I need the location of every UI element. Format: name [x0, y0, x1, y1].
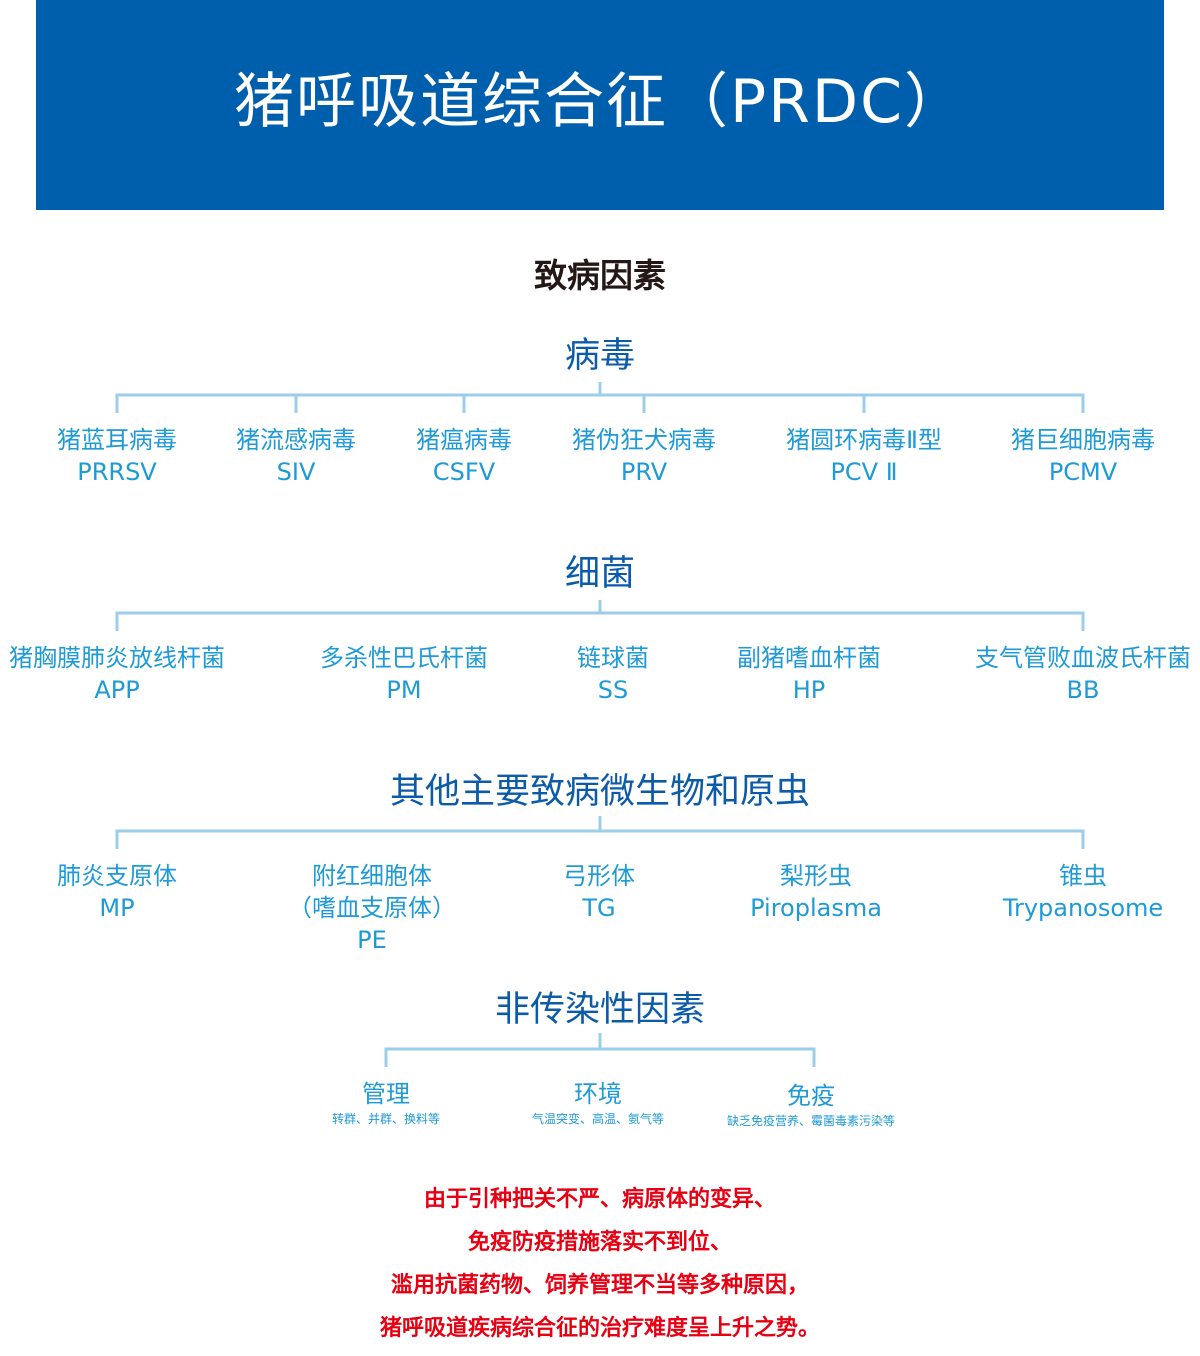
item-abbr: PRV — [620, 458, 668, 486]
bacteria-item-app: 猪胸膜肺炎放线杆菌 APP — [0, 642, 247, 706]
item-name: 副猪嗜血杆菌 — [737, 644, 881, 672]
other-item-trypanosome: 锥虫 Trypanosome — [953, 860, 1200, 924]
noninfectious-item-immunity: 免疫 缺乏免疫营养、霉菌毒素污染等 — [681, 1080, 941, 1130]
category-title-other: 其他主要致病微生物和原虫 — [389, 772, 810, 812]
virus-item-csfv: 猪瘟病毒 CSFV — [334, 424, 594, 488]
item-abbr: BB — [1066, 676, 1100, 704]
item-name: 链球菌 — [577, 644, 649, 672]
virus-connector — [115, 382, 1085, 413]
virus-item-siv: 猪流感病毒 SIV — [166, 424, 426, 488]
item-alt-name: （嗜血支原体） — [288, 894, 456, 922]
item-name: 猪胸膜肺炎放线杆菌 — [9, 644, 225, 672]
footer-note: 由于引种把关不严、病原体的变异、 免疫防疫措施落实不到位、 滥用抗菌药物、饲养管… — [0, 1178, 1200, 1350]
item-abbr: PE — [357, 926, 387, 954]
other-item-mp: 肺炎支原体 MP — [0, 860, 247, 924]
item-note: 缺乏免疫营养、霉菌毒素污染等 — [726, 1114, 895, 1128]
item-abbr: SS — [597, 676, 629, 704]
virus-item-prv: 猪伪狂犬病毒 PRV — [514, 424, 774, 488]
other-item-piroplasma: 梨形虫 Piroplasma — [686, 860, 946, 924]
noninfectious-item-management: 管理 转群、并群、换料等 — [256, 1078, 516, 1128]
item-abbr: Trypanosome — [1002, 894, 1164, 922]
item-name: 肺炎支原体 — [57, 862, 177, 890]
item-abbr: MP — [99, 894, 135, 922]
category-title-noninfectious: 非传染性因素 — [494, 990, 705, 1030]
bacteria-item-hp: 副猪嗜血杆菌 HP — [679, 642, 939, 706]
item-abbr: SIV — [276, 458, 316, 486]
virus-item-prrsv: 猪蓝耳病毒 PRRSV — [0, 424, 247, 488]
section-subtitle: 致病因素 — [534, 256, 666, 295]
header-banner: 猪呼吸道综合征（PRDC） — [36, 0, 1164, 210]
item-abbr: CSFV — [432, 458, 496, 486]
item-abbr: TG — [582, 894, 616, 922]
item-name: 猪瘟病毒 — [416, 426, 512, 454]
item-name: 猪流感病毒 — [236, 426, 356, 454]
other-item-tg: 弓形体 TG — [469, 860, 729, 924]
item-name: 锥虫 — [1059, 862, 1107, 890]
footer-line: 由于引种把关不严、病原体的变异、 — [423, 1187, 776, 1212]
item-name: 支气管败血波氏杆菌 — [975, 644, 1191, 672]
other-item-pe: 附红细胞体 （嗜血支原体） PE — [242, 860, 502, 956]
page-title: 猪呼吸道综合征（PRDC） — [234, 67, 966, 137]
footer-line: 免疫防疫措施落实不到位、 — [467, 1230, 732, 1255]
item-name: 管理 — [362, 1080, 410, 1108]
other-connector — [115, 816, 1085, 849]
item-abbr: PCMV — [1048, 458, 1118, 486]
item-note: 转群、并群、换料等 — [331, 1112, 440, 1126]
bacteria-connector — [115, 600, 1085, 631]
virus-item-pcv2: 猪圆环病毒Ⅱ型 PCV Ⅱ — [734, 424, 994, 488]
item-name: 猪蓝耳病毒 — [57, 426, 177, 454]
item-abbr: Piroplasma — [750, 894, 882, 922]
item-abbr: HP — [792, 676, 826, 704]
footer-line: 滥用抗菌药物、饲养管理不当等多种原因， — [390, 1273, 809, 1298]
item-name: 多杀性巴氏杆菌 — [320, 644, 488, 672]
virus-item-pcmv: 猪巨细胞病毒 PCMV — [953, 424, 1200, 488]
bacteria-item-pm: 多杀性巴氏杆菌 PM — [274, 642, 534, 706]
category-title-bacteria: 细菌 — [564, 554, 635, 594]
item-abbr: PRRSV — [77, 458, 157, 486]
bacteria-item-ss: 链球菌 SS — [483, 642, 743, 706]
item-abbr: APP — [94, 676, 140, 704]
item-abbr: PCV Ⅱ — [830, 458, 898, 486]
item-name: 猪伪狂犬病毒 — [572, 426, 716, 454]
item-name: 猪巨细胞病毒 — [1011, 426, 1155, 454]
item-name: 梨形虫 — [780, 862, 852, 890]
virus-connector-drops — [294, 395, 866, 413]
noninfectious-item-environment: 环境 气温突变、高温、氨气等 — [468, 1078, 728, 1128]
item-name: 猪圆环病毒Ⅱ型 — [786, 426, 942, 454]
footer-line: 猪呼吸道疾病综合征的治疗难度呈上升之势。 — [379, 1316, 820, 1341]
item-name: 弓形体 — [563, 862, 635, 890]
item-note: 气温突变、高温、氨气等 — [531, 1112, 664, 1126]
category-title-virus: 病毒 — [564, 336, 635, 376]
item-name: 免疫 — [787, 1082, 835, 1110]
item-name: 附红细胞体 — [312, 862, 432, 890]
item-name: 环境 — [574, 1080, 622, 1108]
noninfectious-connector — [384, 1033, 816, 1067]
item-abbr: PM — [386, 676, 422, 704]
bacteria-item-bb: 支气管败血波氏杆菌 BB — [953, 642, 1200, 706]
